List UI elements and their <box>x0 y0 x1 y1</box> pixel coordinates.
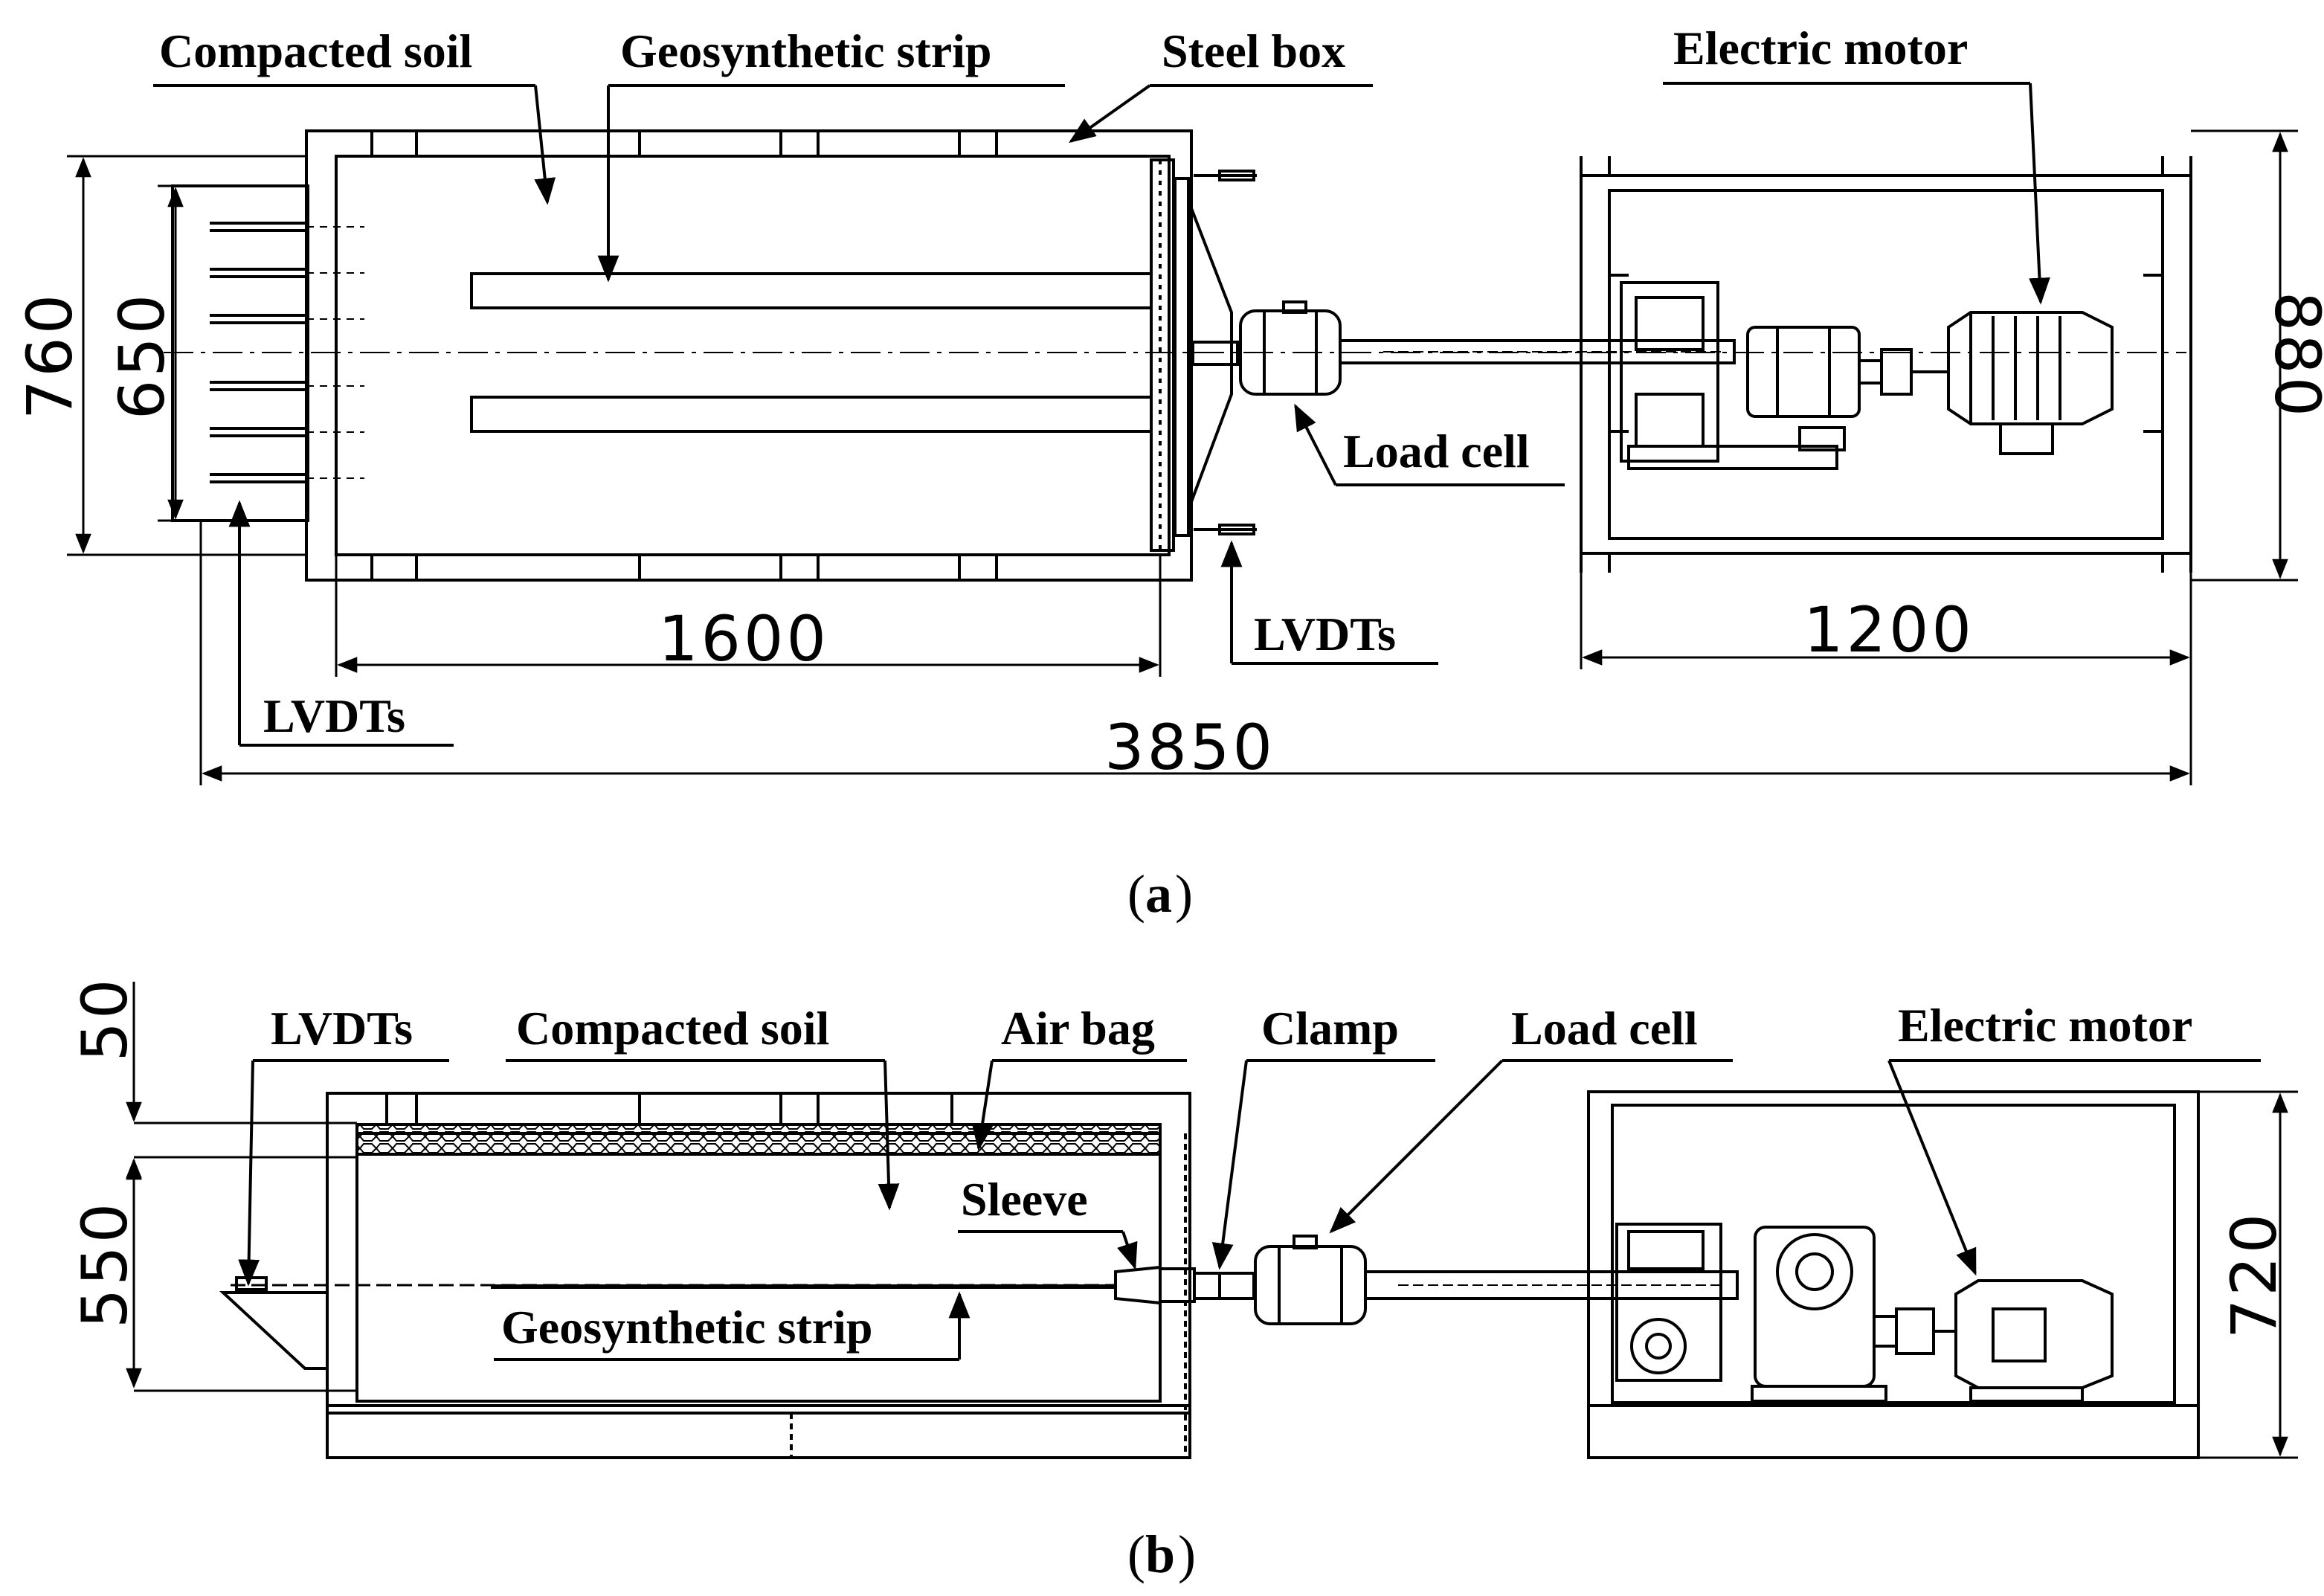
svg-text:3850: 3850 <box>1104 711 1275 784</box>
caption-a: ( a ) <box>1127 864 1193 924</box>
threaded-rod-plan <box>1339 339 1736 364</box>
svg-text:b: b <box>1145 1525 1175 1584</box>
label-geosynthetic-strip-b: Geosynthetic strip <box>494 1291 971 1361</box>
svg-text:650: 650 <box>106 292 178 419</box>
svg-text:Sleeve: Sleeve <box>961 1173 1088 1226</box>
label-clamp: Clamp <box>1211 1002 1435 1270</box>
dimension-frame-height: 720 <box>2198 1090 2298 1459</box>
svg-text:Clamp: Clamp <box>1261 1002 1399 1055</box>
svg-text:1200: 1200 <box>1803 593 1974 666</box>
sleeve-side <box>1114 1265 1196 1305</box>
dimension-overall-length: 3850 <box>199 521 2192 785</box>
gear-jack-plan <box>1620 281 1913 470</box>
geosynthetic-strips-plan <box>470 272 1153 433</box>
dimension-box-width: 760 <box>13 155 306 556</box>
caption-b: ( b ) <box>1127 1525 1196 1584</box>
svg-text:a: a <box>1145 864 1172 924</box>
svg-text:Electric motor: Electric motor <box>1898 999 2192 1052</box>
dimension-motor-frame-length: 1200 <box>1580 573 2192 669</box>
load-cell-plan <box>1239 300 1342 396</box>
svg-text:LVDTs: LVDTs <box>1254 608 1396 660</box>
air-bag <box>355 1123 1162 1156</box>
label-compacted-soil-a: Compacted soil <box>153 25 556 205</box>
label-electric-motor-a: Electric motor <box>1663 22 2050 305</box>
electric-motor-side <box>1934 1279 2114 1403</box>
svg-text:720: 720 <box>2218 1211 2291 1339</box>
panel-b-side-view: LVDTs Compacted soil Air bag Clamp Load … <box>68 976 2298 1584</box>
label-load-cell-a: Load cell <box>1294 403 1565 486</box>
svg-text:Load cell: Load cell <box>1511 1002 1698 1055</box>
svg-text:LVDTs: LVDTs <box>271 1002 413 1055</box>
clamp-side <box>1193 1272 1255 1300</box>
rear-lvdt-bracket <box>219 1276 329 1370</box>
svg-text:880: 880 <box>2261 292 2324 419</box>
motor-frame-plan <box>1580 156 2192 573</box>
svg-text:): ) <box>1175 864 1193 924</box>
steel-box-outline <box>305 129 1193 582</box>
svg-text:(: ( <box>1127 864 1145 924</box>
svg-text:50: 50 <box>68 976 141 1062</box>
motor-frame-side <box>1587 1090 2200 1459</box>
svg-text:(: ( <box>1127 1525 1145 1584</box>
dimension-strip-spacing: 650 <box>106 184 210 522</box>
gear-jack-side <box>1615 1223 1935 1403</box>
label-sleeve: Sleeve <box>958 1173 1138 1270</box>
svg-text:Compacted soil: Compacted soil <box>159 25 472 77</box>
svg-text:Electric motor: Electric motor <box>1673 22 1968 74</box>
label-lvdts-front-a: LVDTs <box>1220 540 1438 665</box>
svg-text:Compacted soil: Compacted soil <box>516 1002 829 1055</box>
dimension-soil-height: 550 <box>68 1159 142 1389</box>
label-electric-motor-b: Electric motor <box>1887 999 2261 1276</box>
front-plate <box>1150 158 1190 552</box>
front-lvdts <box>1194 170 1257 535</box>
label-load-cell-b: Load cell <box>1329 1002 1733 1234</box>
label-lvdts-b: LVDTs <box>238 1002 449 1287</box>
label-steel-box: Steel box <box>1069 25 1373 144</box>
label-lvdts-rear-a: LVDTs <box>228 500 454 747</box>
dimension-airbag-height: 50 <box>68 976 142 1190</box>
clamp-plan <box>1188 204 1239 506</box>
svg-text:Geosynthetic strip: Geosynthetic strip <box>501 1301 873 1354</box>
svg-text:1600: 1600 <box>658 602 829 675</box>
label-air-bag: Air bag <box>971 1002 1187 1151</box>
svg-text:Load cell: Load cell <box>1343 425 1530 477</box>
panel-a-plan-view: Compacted soil Geosynthetic strip Steel … <box>13 22 2324 924</box>
svg-text:Geosynthetic strip: Geosynthetic strip <box>620 25 992 77</box>
electric-motor-plan <box>1911 311 2114 455</box>
load-cell-side <box>1254 1235 1367 1325</box>
dimension-motor-frame-width: 880 <box>2191 129 2324 582</box>
svg-text:LVDTs: LVDTs <box>263 689 405 742</box>
svg-text:760: 760 <box>13 292 86 419</box>
svg-text:Air bag: Air bag <box>1001 1002 1155 1055</box>
dimension-box-length: 1600 <box>335 555 1162 677</box>
svg-text:Steel box: Steel box <box>1162 25 1345 77</box>
svg-text:): ) <box>1178 1525 1196 1584</box>
svg-text:550: 550 <box>68 1200 141 1328</box>
label-compacted-soil-b: Compacted soil <box>506 1002 900 1211</box>
threaded-rod-side <box>1364 1270 1739 1300</box>
label-geosynthetic-strip-a: Geosynthetic strip <box>597 25 1065 283</box>
